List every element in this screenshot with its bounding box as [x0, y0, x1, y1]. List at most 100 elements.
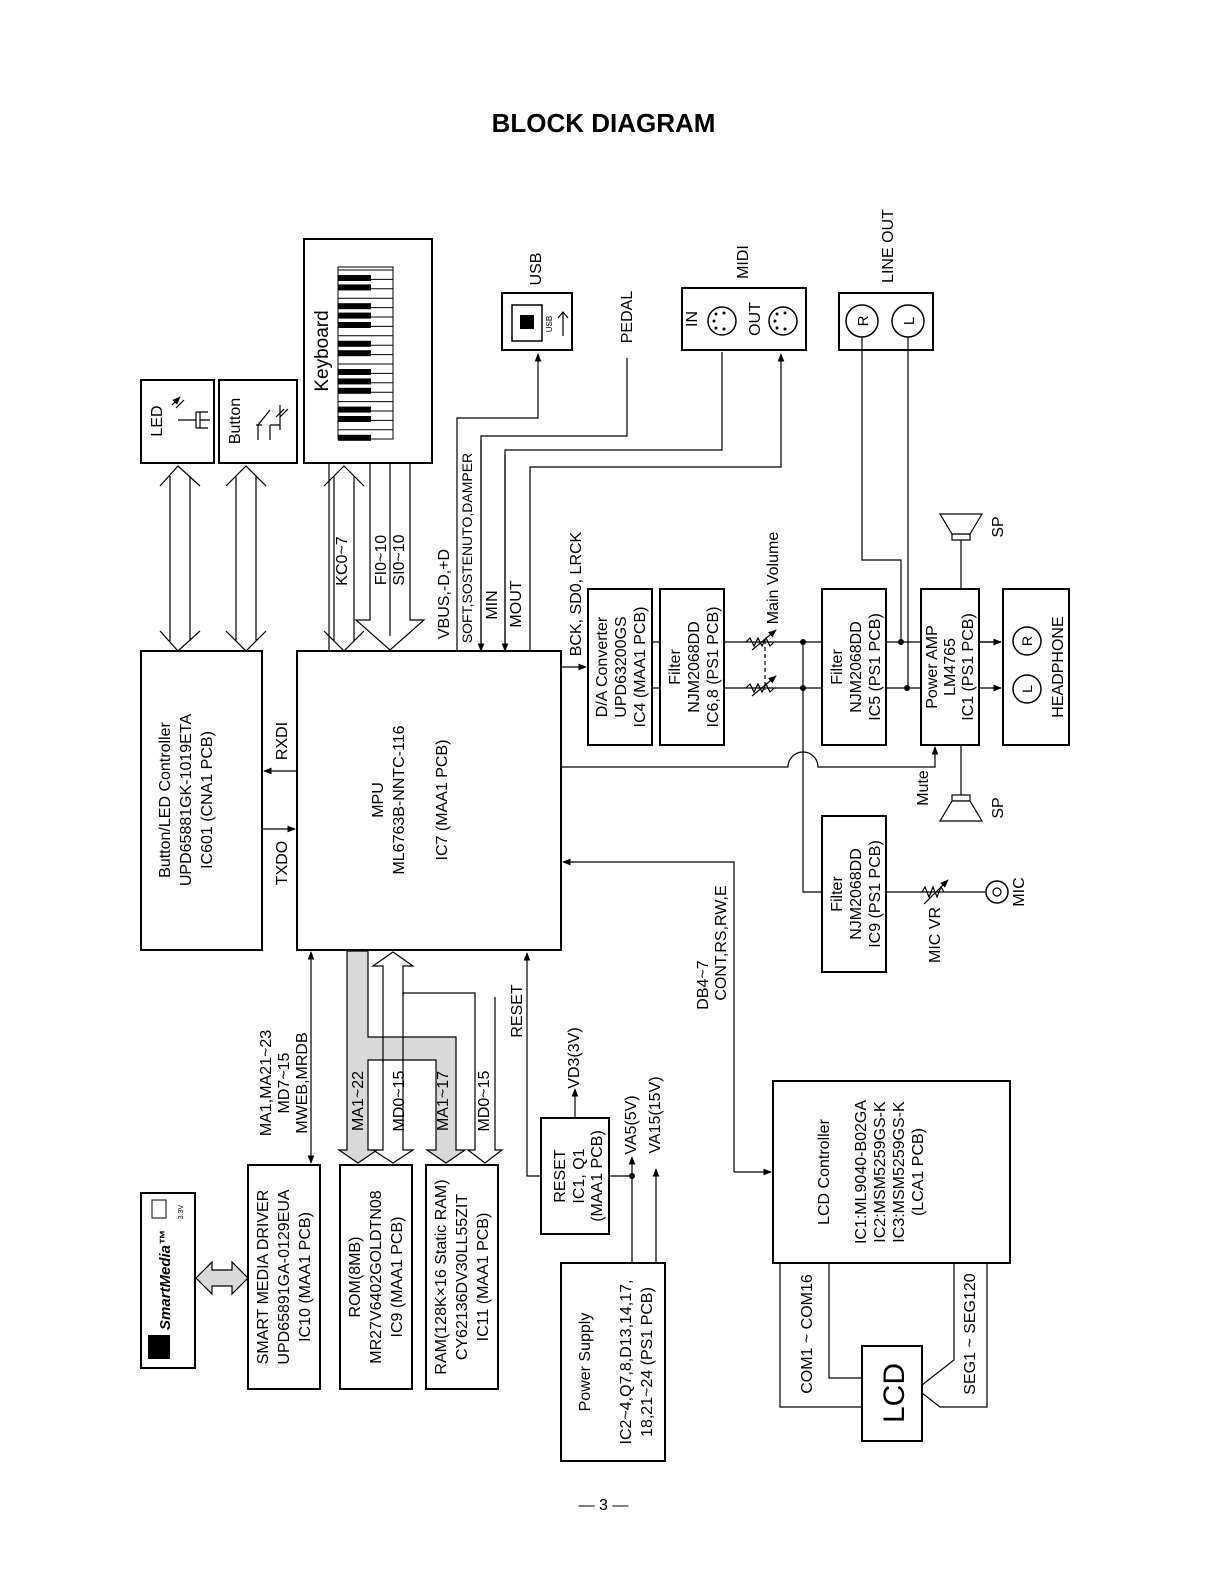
filter9-line-2: NJM2068DD [848, 848, 865, 940]
dac-line-3: IC4 (MAA1 PCB) [632, 607, 649, 728]
line-out-block: LINE OUT R L [838, 209, 934, 351]
midi-block: MIDI IN OUT [681, 245, 807, 351]
headphone-block: L R HEADPHONE [1002, 588, 1070, 746]
lcdc-line-4: IC3:MSM5259GS-K [891, 1101, 908, 1243]
keyboard-black-key [338, 322, 371, 328]
com-line-2 [779, 1263, 862, 1408]
keyboard-black-key [338, 387, 371, 394]
keyboard-black-key [338, 434, 371, 441]
seg-label: SEG1 ~ SEG120 [962, 1273, 979, 1395]
button-bus-arrow [225, 465, 267, 652]
headphone-l-jack-icon [1012, 674, 1042, 704]
bus-line-2: MD7~15 [276, 1052, 293, 1113]
keyboard-black-key [338, 416, 371, 422]
da-converter-block: D/A Converter UPD63200GS IC4 (MAA1 PCB) [587, 588, 653, 746]
mic-vr-icon [921, 879, 949, 905]
led-bus-arrow [159, 465, 201, 652]
blc-line-3: IC601 (CNA1 PCB) [199, 731, 216, 869]
ram-block: RAM(128K×16 Static RAM) CY62136DV30LL55Z… [425, 1164, 499, 1390]
keyboard-label: Keyboard [312, 310, 333, 391]
lcdc-line-1: LCD Controller [816, 1118, 833, 1224]
keyboard-black-key [338, 312, 371, 319]
lcd-label: LCD [878, 1363, 911, 1423]
rom-line-1: ROM(8MB) [347, 1237, 364, 1318]
rom-data-bus-arrow [370, 951, 416, 1164]
ps-line-3: 18,21~24 (PS1 PCB) [639, 1287, 656, 1437]
filter-amp-lines [886, 641, 921, 689]
min-label: MIN [484, 590, 501, 619]
sp-bottom-label: SP [990, 797, 1007, 818]
smart-media-driver-block: SMART MEDIA DRIVER UPD65891GA-0129EUA IC… [247, 1164, 321, 1390]
junction-dot [904, 685, 910, 691]
dac-line-1: D/A Converter [594, 616, 611, 717]
smd-line-1: SMART MEDIA DRIVER [255, 1190, 272, 1365]
led-icon [172, 397, 210, 429]
fi-label: FI0~10 [373, 535, 390, 585]
vd3-label: VD3(3V) [566, 1027, 583, 1088]
reset-line [523, 952, 541, 1177]
main-volume-label: Main Volume [765, 532, 782, 625]
midi-out-label: OUT [747, 302, 764, 336]
led-label: LED [149, 405, 166, 436]
ps-line-1: Power Supply [577, 1313, 594, 1412]
page-title: BLOCK DIAGRAM [491, 108, 716, 138]
smartmedia-card: SmartMedia™ 3.3V [140, 1192, 196, 1369]
rxdi-label: RXDI [274, 722, 291, 760]
fi-si-bus-arrow [354, 463, 426, 651]
smartmedia-chip-icon [151, 1199, 167, 1219]
keyboard-black-key [338, 303, 371, 310]
power-supply-block: Power Supply IC2~4,Q7,8,D13,14,17, 18,21… [560, 1262, 666, 1462]
va5-label: VA5(5V) [623, 1095, 640, 1154]
seg-line-2 [921, 1263, 988, 1408]
usb-trident-icon [557, 311, 569, 336]
ram-line-2: CY62136DV30LL55ZIT [454, 1194, 471, 1361]
mute-label: Mute [915, 770, 932, 806]
headphone-l-label: L [1019, 685, 1035, 693]
keyboard-black-key [338, 350, 371, 357]
midi-out-line [529, 353, 785, 651]
usb-label: USB [528, 253, 545, 286]
mic-label: MIC [1011, 877, 1028, 906]
mic-vr-label: MIC VR [927, 907, 944, 963]
filter5-line-1: Filter [829, 649, 846, 685]
page-number: — 3 — [578, 1497, 629, 1514]
button-block: Button [218, 379, 298, 464]
midi-in-label: IN [684, 311, 701, 327]
seg-line-1 [921, 1263, 955, 1386]
midi-in-jack-icon [707, 306, 737, 336]
soft-label: SOFT,SOSTENUTO,DAMPER [459, 453, 475, 643]
rom-line-3: IC9 (MAA1 PCB) [389, 1217, 406, 1338]
mpu-line-1: MPU [370, 782, 387, 818]
keyboard-black-key [338, 340, 371, 347]
filter68-line-1: Filter [667, 649, 684, 685]
kc-bus-arrow [323, 465, 365, 652]
amp-line-3: IC1 (PS1 PCB) [960, 613, 977, 721]
ram-line-3: IC11 (MAA1 PCB) [475, 1213, 492, 1342]
line-out-r-label: R [855, 315, 872, 326]
power-amp-block: Power AMP LM4765 IC1 (PS1 PCB) [920, 588, 980, 746]
bus-line-1: MA1,MA21~23 [258, 1030, 275, 1136]
md015-ram-label: MD0~15 [476, 1070, 493, 1131]
lcdc-line-5: (LCA1 PCB) [910, 1128, 927, 1216]
line-out-l-label: L [901, 317, 918, 325]
keyboard-black-key [338, 275, 371, 281]
headphone-r-label: R [1019, 636, 1035, 646]
midi-out-jack-icon [768, 306, 798, 336]
ram-data-bus-arrow [402, 992, 504, 1164]
lcd-block: LCD [861, 1345, 923, 1442]
blc-line-1: Button/LED Controller [157, 722, 174, 878]
ps-line-2: IC2~4,Q7,8,D13,14,17, [618, 1280, 635, 1445]
amp-headphone-lines [979, 641, 1001, 688]
line-out-r-line [861, 337, 902, 642]
com-line-1 [828, 1263, 862, 1379]
filter9-line-1: Filter [829, 876, 846, 912]
lcdc-line-3: IC2:MSM5259GS-K [872, 1101, 889, 1243]
usb-socket-icon [520, 315, 534, 329]
button-label: Button [227, 398, 244, 444]
address-bus-arrow [337, 950, 467, 1164]
mout-label: MOUT [508, 580, 525, 627]
si-label: SI0~10 [391, 534, 408, 585]
filter-ic68-block: Filter NJM2068DD IC6,8 (PS1 PCB) [659, 588, 725, 746]
rom-block: ROM(8MB) MR27V6402GOLDTN08 IC9 (MAA1 PCB… [339, 1164, 413, 1390]
